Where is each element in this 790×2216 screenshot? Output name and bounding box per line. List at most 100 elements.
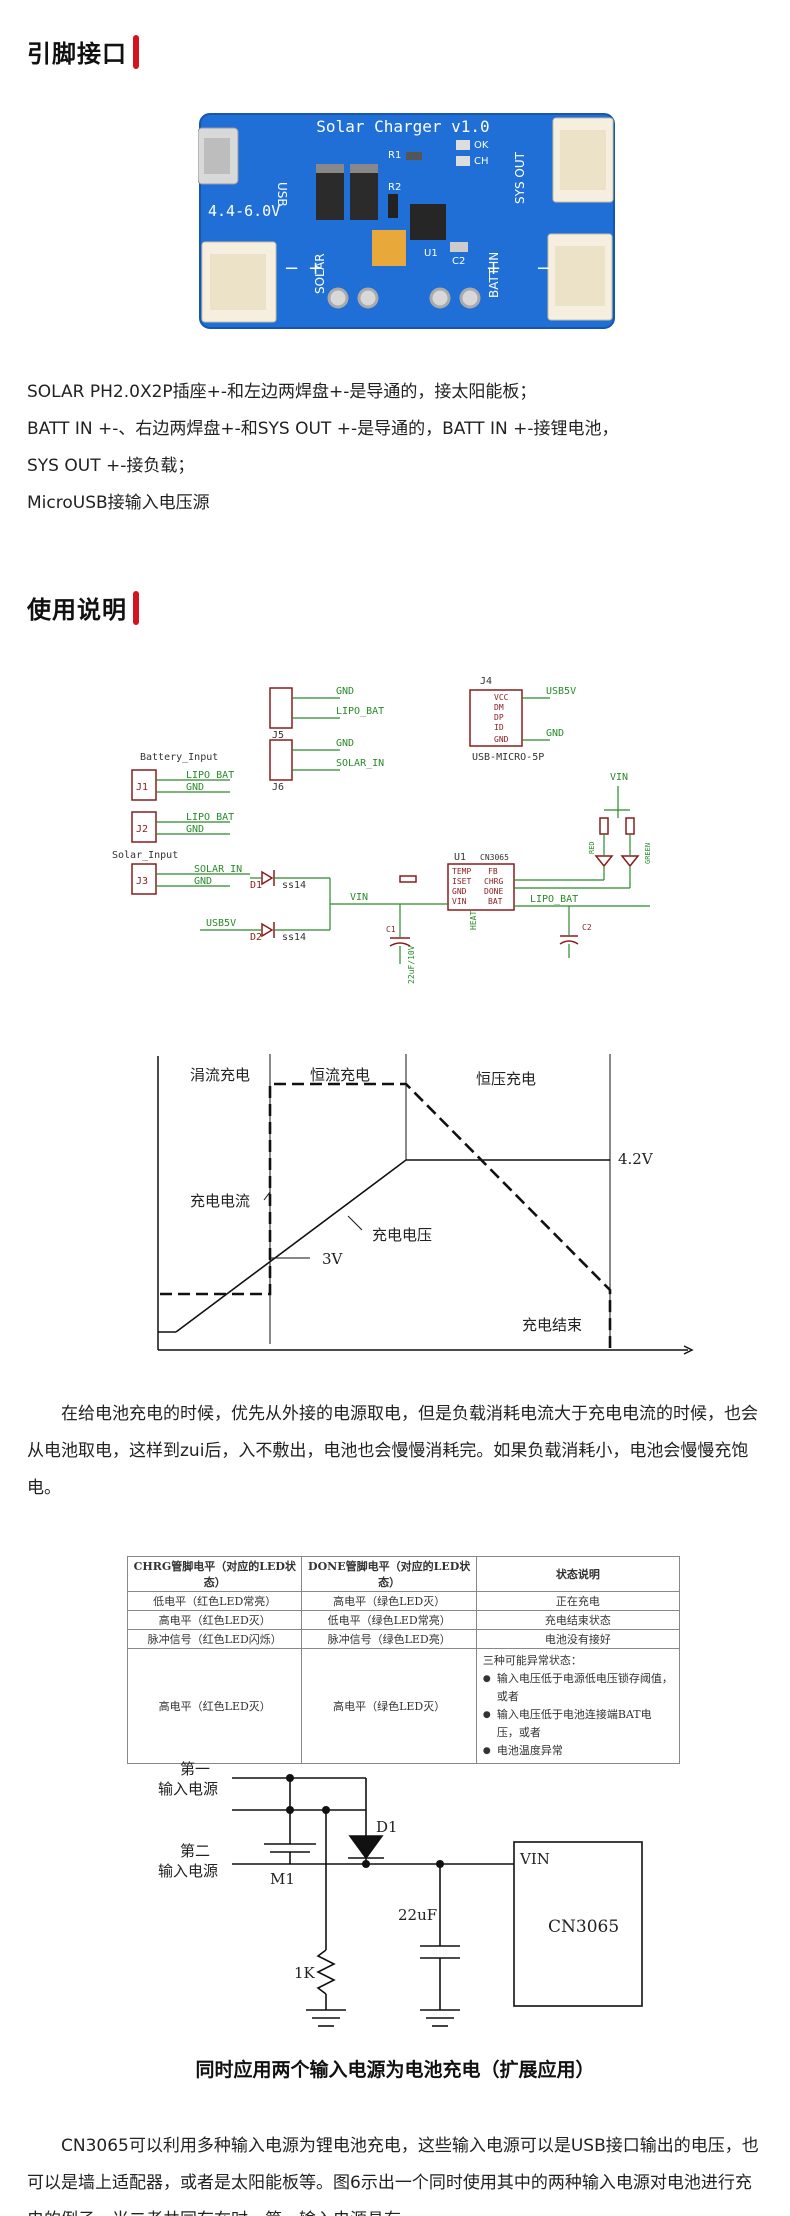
j3-label: J3 — [136, 876, 148, 887]
cell-chrg: 低电平（红色LED常亮） — [126, 1591, 303, 1611]
usb-pin: ID — [494, 723, 504, 732]
chip-pin-right: CHRG — [484, 877, 503, 886]
section-title: 引脚接口 — [27, 40, 127, 68]
j1-net-lipo: LIPO_BAT — [186, 770, 234, 781]
board-label-solar: SOLAR — [313, 253, 327, 294]
chip-pin-left: TEMP — [452, 867, 471, 876]
j5-net-lipo: LIPO_BAT — [336, 706, 384, 717]
board-label-c2: C2 — [452, 256, 465, 267]
cell-done: 高电平（绿色LED灭） — [301, 1591, 477, 1611]
j6-label: J6 — [272, 782, 284, 793]
solar-input-label: Solar_Input — [112, 850, 178, 861]
board-label-u1: U1 — [424, 248, 438, 259]
d1-label: D1 — [250, 880, 262, 891]
status-intro: 三种可能异常状态： — [482, 1654, 582, 1667]
cell-status-list: 三种可能异常状态： 输入电压低于电源低电压锁存阈值，或者 输入电压低于电池连接端… — [475, 1648, 681, 1764]
chip-pin-left: VIN — [452, 897, 467, 906]
d2-part: ss14 — [282, 932, 306, 943]
cell-status: 电池没有接好 — [475, 1629, 681, 1649]
pin-line: BATT IN +-、右边两焊盘+-和SYS OUT +-是导通的，BATT I… — [27, 419, 619, 439]
usb5v-net: USB5V — [206, 918, 236, 929]
chip-pin-right: FB — [488, 867, 498, 876]
solar-charger-board-image: Solar Charger v1.0 4.4-6.0V USB SYS OUT … — [198, 113, 615, 329]
d1-part: ss14 — [282, 880, 306, 891]
accent-bar — [133, 590, 139, 625]
m1-label: M1 — [270, 1870, 295, 1888]
section-heading-usage: 使用说明 — [27, 590, 139, 625]
cell-done: 低电平（绿色LED常亮） — [301, 1610, 477, 1630]
pin-line: SOLAR PH2.0X2P插座+-和左边两焊盘+-是导通的，接太阳能板； — [27, 382, 537, 402]
final-paragraph-container: CN3065可以利用多种输入电源为锂电池充电，这些输入电源可以是USB接口输出的… — [27, 2128, 767, 2216]
led-red-label: RED — [588, 841, 596, 854]
final-paragraph: CN3065可以利用多种输入电源为锂电池充电，这些输入电源可以是USB接口输出的… — [27, 2136, 759, 2216]
charge-curve-diagram: 涓流充电 恒流充电 恒压充电 充电电流 充电电压 3V 4.2V 充电结束 — [157, 1054, 694, 1355]
first-input-line2: 输入电源 — [158, 1780, 218, 1798]
board-label-ch: CH — [474, 156, 489, 167]
usb-pin: DM — [494, 703, 504, 712]
usb-pin: VCC — [494, 693, 509, 702]
list-item: 输入电压低于电池连接端BAT电压，或者 — [483, 1706, 673, 1742]
pin-line: MicroUSB接输入电压源 — [27, 493, 210, 513]
board-title: Solar Charger v1.0 — [316, 117, 489, 136]
vin-top-net: VIN — [610, 772, 628, 783]
u1-label: U1 — [454, 852, 466, 863]
dual-input-caption: 同时应用两个输入电源为电池充电（扩展应用） — [195, 2059, 595, 2081]
usb-net-gnd: GND — [546, 728, 564, 739]
second-input-line1: 第二 — [180, 1842, 210, 1860]
j6-net-solar: SOLAR_IN — [336, 758, 384, 769]
first-input-line1: 第一 — [180, 1760, 210, 1778]
usb-pin: DP — [494, 713, 504, 722]
list-item: 输入电压低于电源低电压锁存阈值，或者 — [483, 1670, 673, 1706]
pin-line: SYS OUT +-接负载； — [27, 456, 195, 476]
table-row: 低电平（红色LED常亮） 高电平（绿色LED灭） 正在充电 — [126, 1591, 681, 1611]
board-label-r2: R2 — [388, 182, 401, 193]
usb-connector-label: USB-MICRO-5P — [472, 752, 544, 763]
heat-net: HEAT — [469, 911, 478, 930]
zone-constant-current: 恒流充电 — [310, 1066, 370, 1084]
j6-net-gnd: GND — [336, 738, 354, 749]
vin-net: VIN — [350, 892, 368, 903]
label-charge-voltage: 充电电压 — [372, 1226, 432, 1244]
c2-label: C2 — [582, 923, 592, 932]
chip-label: CN3065 — [480, 853, 509, 862]
board-label-usb: USB — [275, 182, 289, 207]
table-row: 高电平（红色LED灭） 高电平（绿色LED灭） 三种可能异常状态： 输入电压低于… — [126, 1648, 681, 1764]
led-green-label: GREEN — [644, 843, 652, 864]
j1-label: J1 — [136, 782, 148, 793]
chip-pin-left: ISET — [452, 877, 471, 886]
res-label: 1K — [294, 1964, 316, 1982]
second-input-line2: 输入电源 — [158, 1862, 218, 1880]
board-label-r1: R1 — [388, 150, 401, 161]
status-list: 输入电压低于电源低电压锁存阈值，或者 输入电压低于电池连接端BAT电压，或者 电… — [483, 1670, 673, 1760]
j1-net-gnd: GND — [186, 782, 204, 793]
j3-net-solar: SOLAR_IN — [194, 864, 242, 875]
cap-label: 22uF — [398, 1906, 437, 1924]
table-row: 高电平（红色LED灭） 低电平（绿色LED常亮） 充电结束状态 — [126, 1610, 681, 1630]
cell-status: 正在充电 — [475, 1591, 681, 1611]
cell-chrg: 高电平（红色LED灭） — [126, 1648, 303, 1764]
column-header-done: DONE管脚电平（对应的LED状态） — [301, 1556, 477, 1592]
charge-paragraph: 在给电池充电的时候，优先从外接的电源取电，但是负载消耗电流大于充电电流的时候，也… — [27, 1404, 758, 1498]
board-label-sysout: SYS OUT — [513, 151, 527, 204]
board-label-ok: OK — [474, 140, 489, 151]
vin-label: VIN — [519, 1850, 550, 1868]
j2-net-gnd: GND — [186, 824, 204, 835]
j4-label: J4 — [480, 676, 492, 687]
board-label-battin: BATT IN — [487, 252, 501, 298]
battery-input-label: Battery_Input — [140, 752, 218, 763]
j3-net-gnd: GND — [194, 876, 212, 887]
j5-net-gnd: GND — [336, 686, 354, 697]
label-3v: 3V — [322, 1250, 344, 1268]
label-4-2v: 4.2V — [618, 1150, 654, 1168]
charge-explanation: 在给电池充电的时候，优先从外接的电源取电，但是负载消耗电流大于充电电流的时候，也… — [27, 1396, 767, 1507]
chip-label: CN3065 — [548, 1917, 619, 1937]
c1-label: C1 — [386, 925, 396, 934]
table-row: 脉冲信号（红色LED闪烁） 脉冲信号（绿色LED亮） 电池没有接好 — [126, 1629, 681, 1649]
zone-trickle: 涓流充电 — [190, 1066, 250, 1084]
column-header-chrg: CHRG管脚电平（对应的LED状态） — [126, 1556, 303, 1592]
dual-input-diagram: 第一 输入电源 第二 输入电源 D1 M1 22uF 1K VIN CN3065 — [158, 1760, 643, 2027]
label-charge-current: 充电电流 — [190, 1192, 250, 1210]
board-sign-plus: + — [486, 258, 501, 279]
j2-net-lipo: LIPO_BAT — [186, 812, 234, 823]
board-sign-minus: − — [284, 258, 299, 279]
